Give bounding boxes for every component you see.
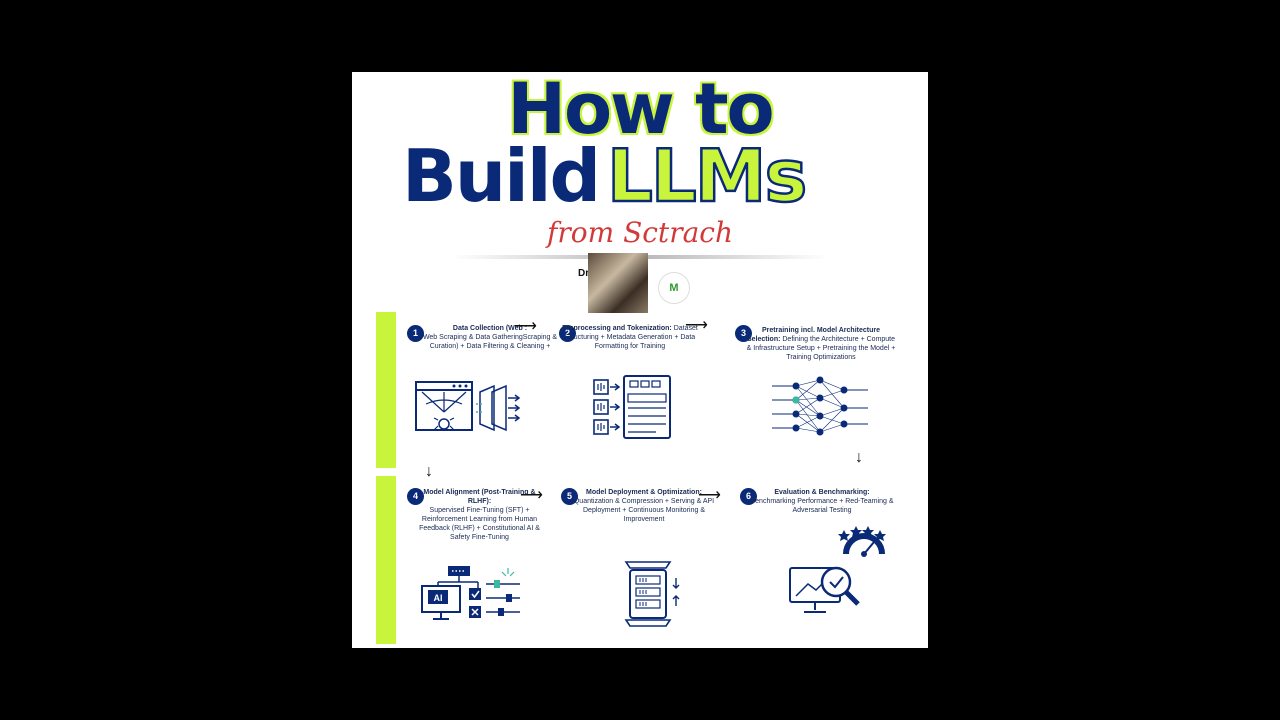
step-2-body: Dataset Structuring + Metadata Generatio… [564,325,698,350]
arrow-1-2: ⟶ [514,318,537,335]
title-llms: LLMs [606,133,809,220]
ai-screen-label: AI [434,593,443,603]
step-2-number: 2 [559,325,576,342]
server-deployment-icon [624,561,680,627]
tokenization-document-icon [593,375,671,439]
step-1-text: Data Collection (Web : Web Scraping & Dat… [415,324,565,351]
step-1-title: Data Collection (Web : [452,325,528,332]
arrow-5-6: ⟶ [698,487,721,504]
subtitle: from Sctrach [547,216,733,249]
step-3-title: Pretraining incl. Model Architecture Sel… [746,327,880,343]
author-prefix: Dr [578,268,590,279]
arrow-4-5: ⟶ [520,487,543,504]
step-4-title: Model Alignment (Post-Training & RLHF): [423,489,536,505]
step-5-number: 5 [561,488,578,505]
model-alignment-icon: AI [421,566,520,620]
neural-network-icon [772,376,868,436]
step-5-title: Model Deployment & Optimization: [586,489,702,496]
benchmarking-icon [789,526,886,613]
step-3-text: Pretraining incl. Model Architecture Sel… [746,326,896,362]
brand-logo: M [658,272,690,304]
arrow-3-6: ↓ [855,449,863,466]
author-photo [588,253,648,313]
step-1-body: Web Scraping & Data GatheringScraping & … [422,334,558,350]
step-4-text: Model Alignment (Post-Training & RLHF): S… [412,488,547,542]
title-build: Build [402,134,601,218]
accent-bar-top [376,312,396,468]
arrow-1-4: ↓ [425,463,433,480]
step-3-number: 3 [735,325,752,342]
web-scraping-icon [415,381,521,432]
step-2-text: Preprocessing and Tokenization: Dataset … [555,324,705,351]
step-6-body: Benchmarking Performance + Red-Teaming &… [750,498,894,514]
title-line-1: How to [507,72,774,150]
step-5-text: Model Deployment & Optimization: Quantiza… [570,488,718,524]
step-6-title: Evaluation & Benchmarking: [774,489,870,496]
step-3-body: Defining the Architecture + Compute & In… [746,336,896,361]
step-4-number: 4 [407,488,424,505]
step-5-body: Quantization & Compression + Serving & A… [573,498,715,523]
accent-bar-bottom [376,476,396,644]
step-2-title: Preprocessing and Tokenization: [562,325,672,332]
step-6-text: Evaluation & Benchmarking: Benchmarking P… [747,488,897,515]
step-6-number: 6 [740,488,757,505]
step-4-body: Supervised Fine-Tuning (SFT) + Reinforce… [419,507,540,541]
arrow-2-3: ⟶ [685,317,708,334]
step-1-number: 1 [407,325,424,342]
